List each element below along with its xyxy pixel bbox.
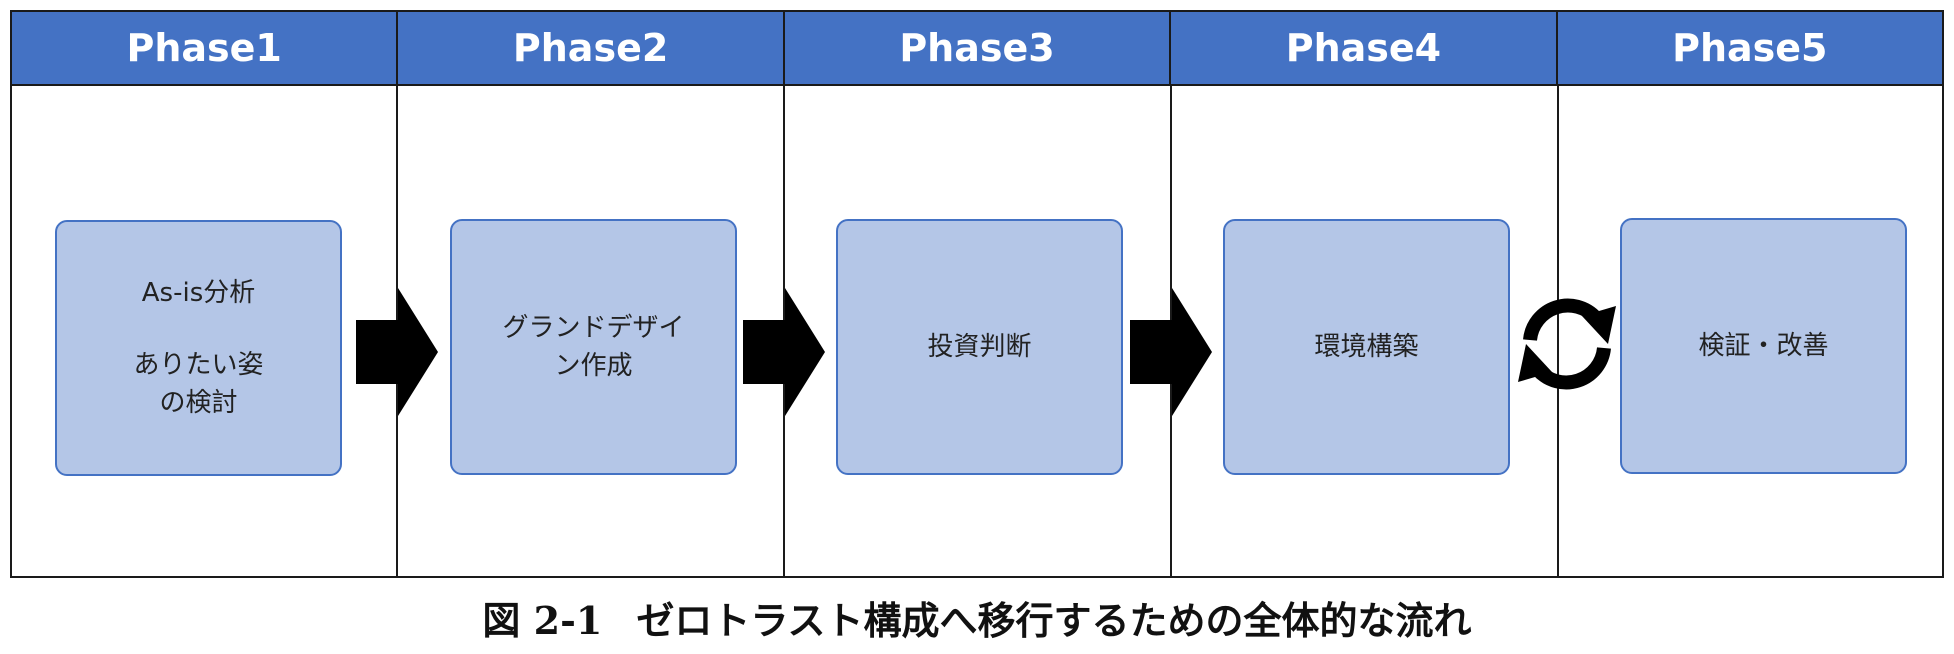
arrow-right-icon [1130, 288, 1212, 416]
refresh-cycle-icon [1518, 298, 1616, 390]
phase-2-box: グランドデザイ ン作成 [450, 219, 737, 475]
phase-header-1: Phase1 [12, 12, 399, 84]
arrow-right-icon [356, 288, 438, 416]
phase-2-line-1: グランドデザイ [502, 313, 685, 343]
phase-4-box: 環境構築 [1223, 219, 1510, 475]
phase-header-4: Phase4 [1171, 12, 1558, 84]
phase-1-box: As-is分析 ありたい姿 の検討 [55, 220, 342, 476]
phase-1-line-1: As-is分析 [141, 278, 256, 308]
phase-header-2: Phase2 [398, 12, 785, 84]
phase-5-box: 検証・改善 [1620, 218, 1907, 474]
phase-2-line-2: ン作成 [554, 351, 633, 381]
phase-header-5: Phase5 [1672, 26, 1828, 70]
phase-header-row: Phase1 Phase2 Phase3 Phase4 Phase5 [12, 12, 1942, 86]
phase-4-line-1: 環境構築 [1314, 332, 1419, 362]
figure-number: 図 2-1 [482, 598, 603, 643]
phase-3-line-1: 投資判断 [927, 332, 1032, 362]
phase-header-3: Phase3 [785, 12, 1172, 84]
figure-caption: 図 2-1 ゼロトラスト構成へ移行するための全体的な流れ [0, 590, 1954, 645]
arrow-right-icon [743, 288, 825, 416]
phase-1-line-3: の検討 [159, 388, 238, 418]
phase-1-line-2: ありたい姿 [133, 350, 264, 380]
phase-5-line-1: 検証・改善 [1698, 331, 1829, 361]
figure-caption-text: ゼロトラスト構成へ移行するための全体的な流れ [636, 598, 1472, 643]
column-divider [1557, 86, 1559, 576]
phase-3-box: 投資判断 [836, 219, 1123, 475]
